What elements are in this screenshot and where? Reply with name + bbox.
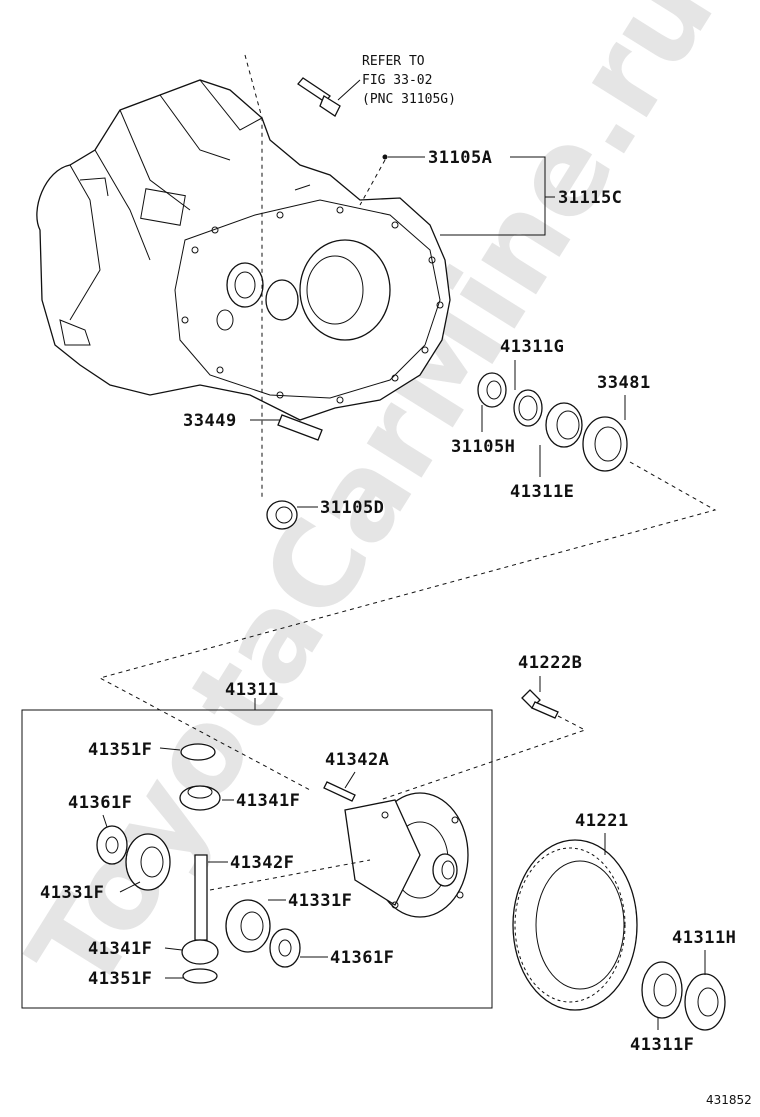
pin-41342A[interactable] [323, 781, 356, 802]
bearing-cup-33481[interactable] [582, 416, 628, 472]
label-31105D[interactable]: 31105D [320, 498, 384, 518]
label-41311H[interactable]: 41311H [672, 928, 736, 948]
label-41221[interactable]: 41221 [575, 811, 629, 831]
label-41341F-bottom[interactable]: 41341F [88, 939, 152, 959]
kit-41311-frame [21, 709, 493, 1009]
pinion-shaft-41342F[interactable] [194, 854, 208, 941]
label-41331F-right[interactable]: 41331F [288, 891, 352, 911]
differential-case[interactable] [344, 792, 469, 918]
shim-41311H[interactable] [684, 973, 726, 1031]
label-33481[interactable]: 33481 [597, 373, 651, 393]
label-41351F-bottom[interactable]: 41351F [88, 969, 152, 989]
pinion-gear-41341F-bottom[interactable] [181, 939, 219, 965]
shim-41311G[interactable] [513, 389, 543, 427]
side-gear-41331F-right[interactable] [225, 899, 271, 953]
reference-note-line1: REFER TO [362, 54, 425, 69]
label-41342F[interactable]: 41342F [230, 853, 294, 873]
diagram-number: 431852 [706, 1093, 752, 1107]
pin-33449[interactable] [277, 414, 323, 441]
side-gear-41331F-left[interactable] [125, 833, 171, 891]
thrust-washer-41361F-left[interactable] [96, 825, 128, 865]
label-41342A[interactable]: 41342A [325, 750, 389, 770]
label-41361F-bottom[interactable]: 41361F [330, 948, 394, 968]
transaxle-housing[interactable] [36, 54, 451, 500]
label-41311G[interactable]: 41311G [500, 337, 564, 357]
washer-41351F-bottom[interactable] [182, 968, 218, 984]
washer-41351F-top[interactable] [180, 743, 216, 761]
thrust-washer-41361F-bottom[interactable] [269, 928, 301, 968]
oil-seal-31105H[interactable] [477, 372, 507, 408]
bearing-41311E[interactable] [545, 402, 583, 448]
label-41311[interactable]: 41311 [225, 680, 279, 700]
label-41331F-left[interactable]: 41331F [40, 883, 104, 903]
label-31115C[interactable]: 31115C [558, 188, 622, 208]
label-31105H[interactable]: 31105H [451, 437, 515, 457]
label-41311E[interactable]: 41311E [510, 482, 574, 502]
bearing-41311F[interactable] [641, 961, 683, 1019]
label-33449[interactable]: 33449 [183, 411, 237, 431]
label-41311F[interactable]: 41311F [630, 1035, 694, 1055]
label-31105A[interactable]: 31105A [428, 148, 492, 168]
bolt-41222B[interactable] [521, 689, 559, 719]
reference-note-line3: (PNC 31105G) [362, 92, 456, 107]
label-41351F-top[interactable]: 41351F [88, 740, 152, 760]
label-41341F-top[interactable]: 41341F [236, 791, 300, 811]
reference-note-line2: FIG 33-02 [362, 73, 432, 88]
label-41222B[interactable]: 41222B [518, 653, 582, 673]
label-41361F-left[interactable]: 41361F [68, 793, 132, 813]
oil-seal-31105D[interactable] [266, 500, 298, 530]
pinion-gear-41341F-top[interactable] [179, 785, 221, 811]
housing-bolt[interactable] [297, 77, 361, 117]
ring-gear-41221[interactable] [512, 839, 638, 1011]
